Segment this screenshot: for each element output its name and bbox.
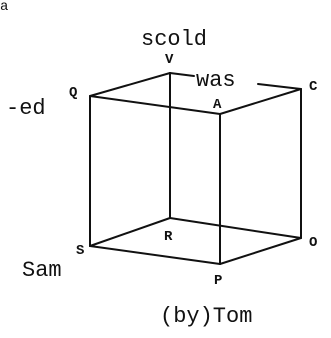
vertex-v: V (165, 52, 174, 68)
edge-q-a (89, 95, 221, 115)
word-ed: -ed (6, 96, 46, 121)
edge-a-c (219, 88, 302, 115)
word-scold: scold (141, 27, 207, 52)
vertex-r: R (164, 229, 173, 245)
vertex-a: A (213, 97, 222, 113)
edge-s-p (89, 245, 221, 265)
edge-p-o (219, 237, 302, 265)
word-by-tom: (by)Tom (160, 304, 252, 329)
vertex-p: P (214, 273, 222, 289)
edge-r-o (169, 217, 302, 239)
word-was: was (196, 68, 236, 93)
edge-was-c (257, 83, 302, 90)
vertex-o: O (309, 235, 317, 251)
edge-r-s (89, 217, 171, 247)
edge-q-v (89, 72, 171, 97)
vertex-q: Q (69, 85, 77, 101)
word-sam: Sam (22, 258, 62, 283)
vertex-c: C (309, 79, 318, 95)
vertex-s: S (76, 243, 84, 259)
edge-v-was (169, 72, 195, 77)
corner-mark: a (0, 0, 8, 15)
